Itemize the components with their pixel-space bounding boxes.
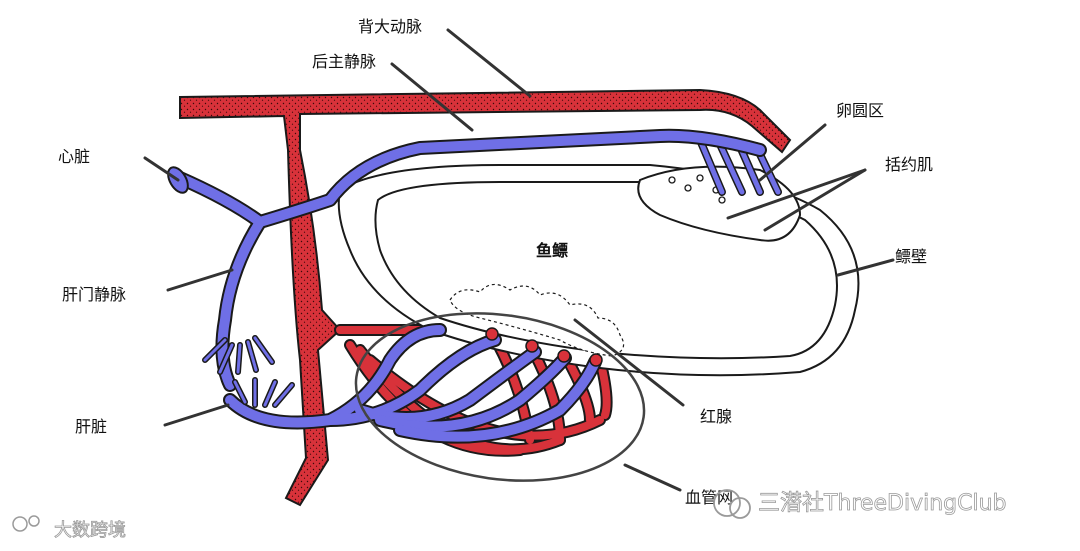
label-bladder-wall: 鳔壁 [895,247,927,266]
label-posterior-cardinal-vein: 后主静脉 [312,52,376,71]
label-sphincter: 括约肌 [885,155,933,174]
watermark-right-text: 三潜社ThreeDivingClub [758,491,1007,516]
label-dorsal-aorta: 背大动脉 [358,17,422,36]
label-red-gland: 红腺 [700,407,732,426]
label-swim-bladder: 鱼鳔 [536,241,568,260]
leader-dorsal-aorta [448,30,530,96]
label-hepatic-portal-vein: 肝门静脉 [62,285,126,304]
label-liver: 肝脏 [75,417,107,436]
leader-rete-mirabile [625,465,680,490]
weibo-icon [13,517,27,531]
label-heart: 心脏 [58,147,90,166]
leader-hepatic-portal-vein [168,270,232,290]
label-oval-area: 卵圆区 [836,101,884,120]
watermark-right: 三潜社ThreeDivingClub [714,490,1007,518]
watermark-left-text: 大数跨境 [54,520,126,541]
watermark-left: 大数跨境 [13,516,126,541]
leader-liver [165,405,228,425]
